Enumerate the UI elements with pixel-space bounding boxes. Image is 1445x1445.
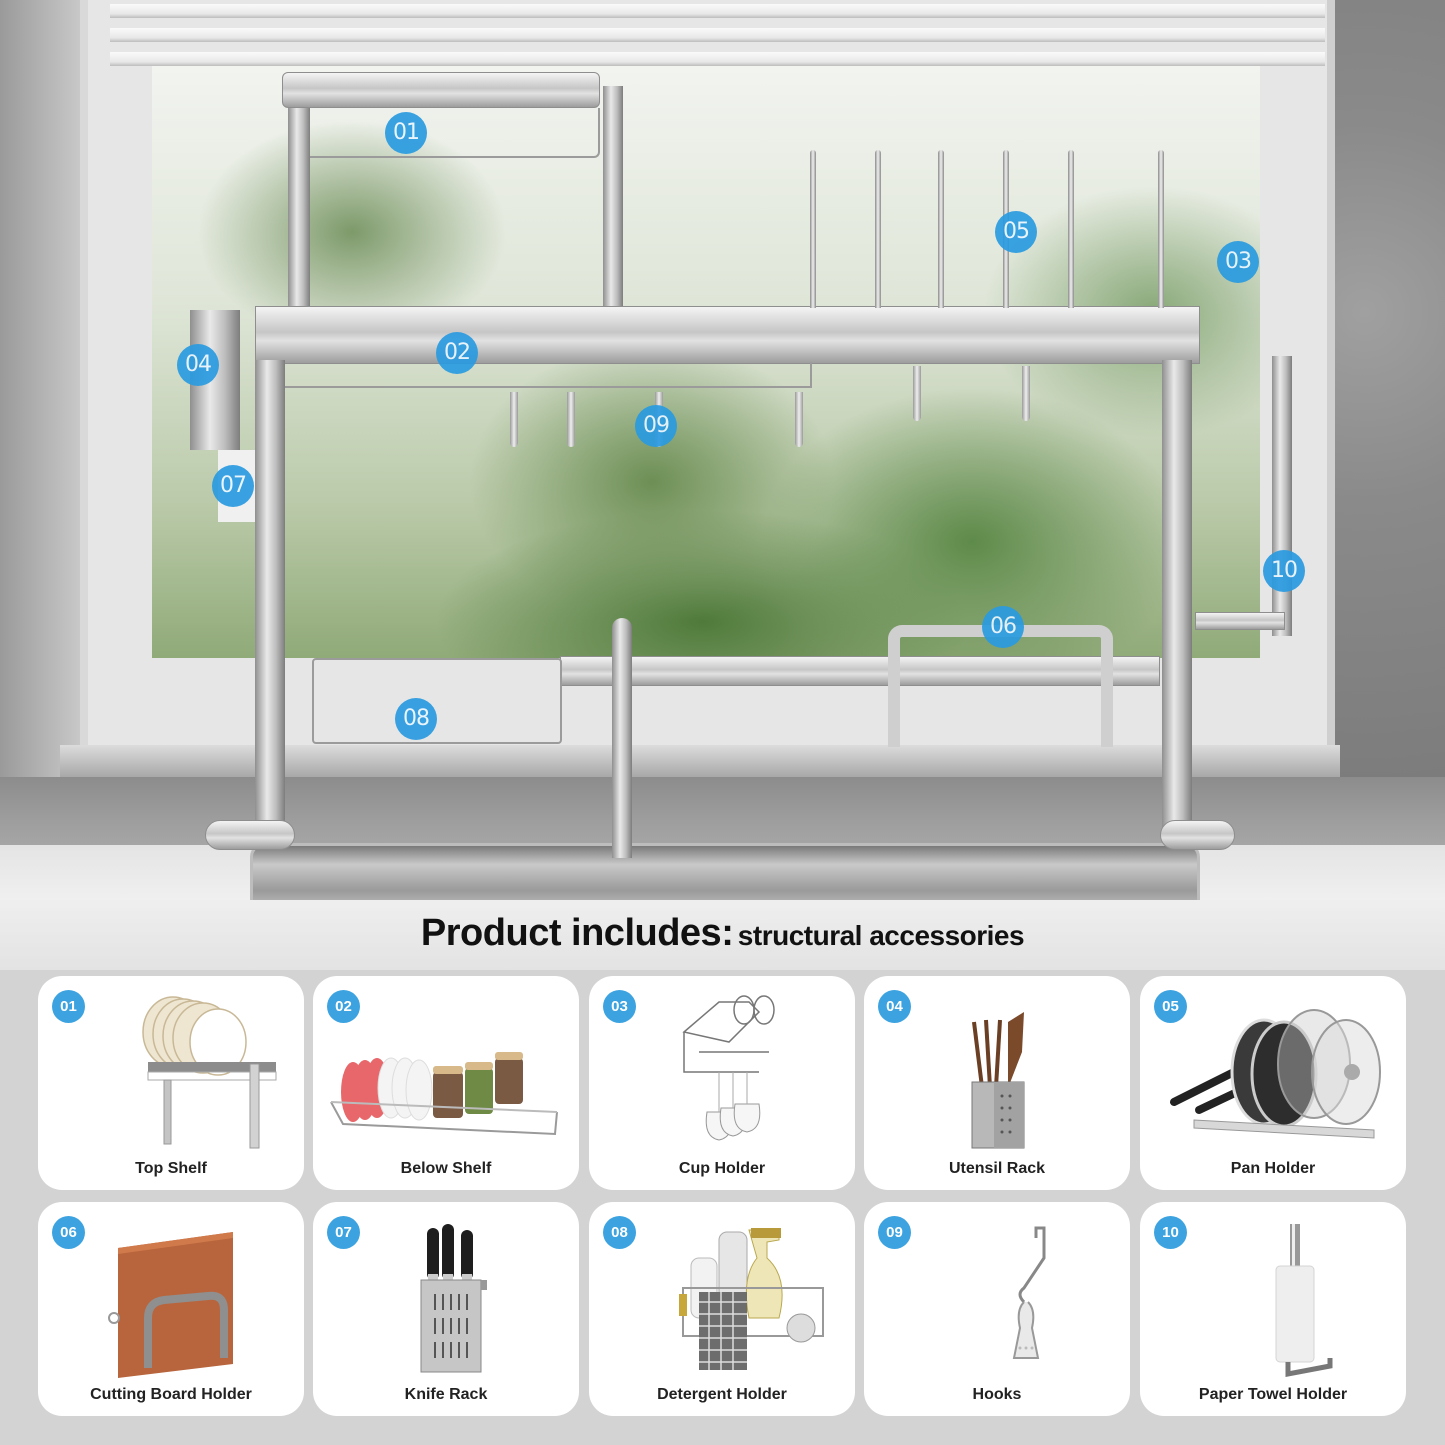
accessory-card-cup-holder: 03 Cup Holder xyxy=(589,976,855,1190)
marker-07: 07 xyxy=(212,465,254,507)
label-cup-holder: Cup Holder xyxy=(678,1160,766,1177)
detergent-holder-icon xyxy=(679,1228,824,1370)
rack-leg-right xyxy=(1162,360,1192,840)
window-blinds xyxy=(110,0,1325,66)
paper-towel-holder-icon xyxy=(1275,1224,1333,1378)
faucet xyxy=(612,618,632,858)
hook-icon xyxy=(1012,1226,1046,1359)
badge-01: 01 xyxy=(52,990,85,1023)
marker-09: 09 xyxy=(635,405,677,447)
marker-01: 01 xyxy=(385,112,427,154)
badge-08: 08 xyxy=(603,1216,636,1249)
label-hooks: Hooks xyxy=(972,1386,1022,1403)
hero-product-photo: 01 02 03 04 05 06 07 08 09 10 xyxy=(0,0,1445,900)
accessory-card-cutting-board-holder: 06 Cutting Board Holder xyxy=(38,1202,304,1416)
marker-06: 06 xyxy=(982,606,1024,648)
label-knife-rack: Knife Rack xyxy=(404,1386,488,1403)
badge-04: 04 xyxy=(878,990,911,1023)
label-cutting-board-holder: Cutting Board Holder xyxy=(90,1386,252,1403)
marker-08: 08 xyxy=(395,698,437,740)
label-top-shelf: Top Shelf xyxy=(135,1160,207,1177)
utensil-rack-icon xyxy=(971,1012,1025,1149)
title-sub: structural accessories xyxy=(737,920,1025,951)
rack-detergent-basket xyxy=(312,658,562,744)
pan-holder-icon xyxy=(1170,1009,1381,1139)
badge-07: 07 xyxy=(327,1216,360,1249)
rack-below-shelf-basket xyxy=(262,362,812,388)
label-detergent-holder: Detergent Holder xyxy=(657,1386,787,1403)
label-paper-towel-holder: Paper Towel Holder xyxy=(1198,1386,1348,1403)
accessory-card-knife-rack: 07 Knife Rack xyxy=(313,1202,579,1416)
marker-04: 04 xyxy=(177,344,219,386)
marker-03: 03 xyxy=(1217,241,1259,283)
rack-top-shelf-basket xyxy=(292,108,600,158)
marker-05: 05 xyxy=(995,211,1037,253)
accessory-card-detergent-holder: 08 Detergent Holder xyxy=(589,1202,855,1416)
section-title: Product includes: structural accessories xyxy=(0,912,1445,955)
label-utensil-rack: Utensil Rack xyxy=(948,1160,1046,1177)
badge-10: 10 xyxy=(1154,1216,1187,1249)
rack-leg-left xyxy=(255,360,285,840)
rack-paper-towel-bar xyxy=(1272,356,1292,636)
accessory-card-paper-towel-holder: 10 Paper Towel Holder xyxy=(1140,1202,1406,1416)
cup-holder-icon xyxy=(682,995,775,1141)
accessory-card-utensil-rack: 04 Utensil Rack xyxy=(864,976,1130,1190)
accessory-card-top-shelf: 01 Top Shelf xyxy=(38,976,304,1190)
marker-10: 10 xyxy=(1263,550,1305,592)
label-below-shelf: Below Shelf xyxy=(400,1160,492,1177)
accessory-grid: 01 Top Shelf 02 Below Shelf 03 xyxy=(0,970,1445,1445)
sink xyxy=(250,843,1200,900)
cutting-board-icon xyxy=(108,1232,233,1378)
wire-basket-icon xyxy=(330,1052,558,1136)
wall-right xyxy=(1330,0,1445,780)
window-sill xyxy=(60,745,1340,777)
accessory-card-below-shelf: 02 Below Shelf xyxy=(313,976,579,1190)
marker-02: 02 xyxy=(436,332,478,374)
dish-shelf-icon xyxy=(142,996,277,1149)
knife-rack-icon xyxy=(420,1224,487,1373)
badge-09: 09 xyxy=(878,1216,911,1249)
accessory-card-pan-holder: 05 Pan Holder xyxy=(1140,976,1406,1190)
rack-main-shelf xyxy=(255,306,1200,364)
title-main: Product includes: xyxy=(420,912,734,954)
rack-top-shelf xyxy=(282,72,600,108)
badge-02: 02 xyxy=(327,990,360,1023)
badge-03: 03 xyxy=(603,990,636,1023)
accessory-card-hooks: 09 Hooks xyxy=(864,1202,1130,1416)
badge-05: 05 xyxy=(1154,990,1187,1023)
label-pan-holder: Pan Holder xyxy=(1230,1160,1316,1177)
badge-06: 06 xyxy=(52,1216,85,1249)
wall-left xyxy=(0,0,80,780)
title-band xyxy=(0,900,1445,970)
